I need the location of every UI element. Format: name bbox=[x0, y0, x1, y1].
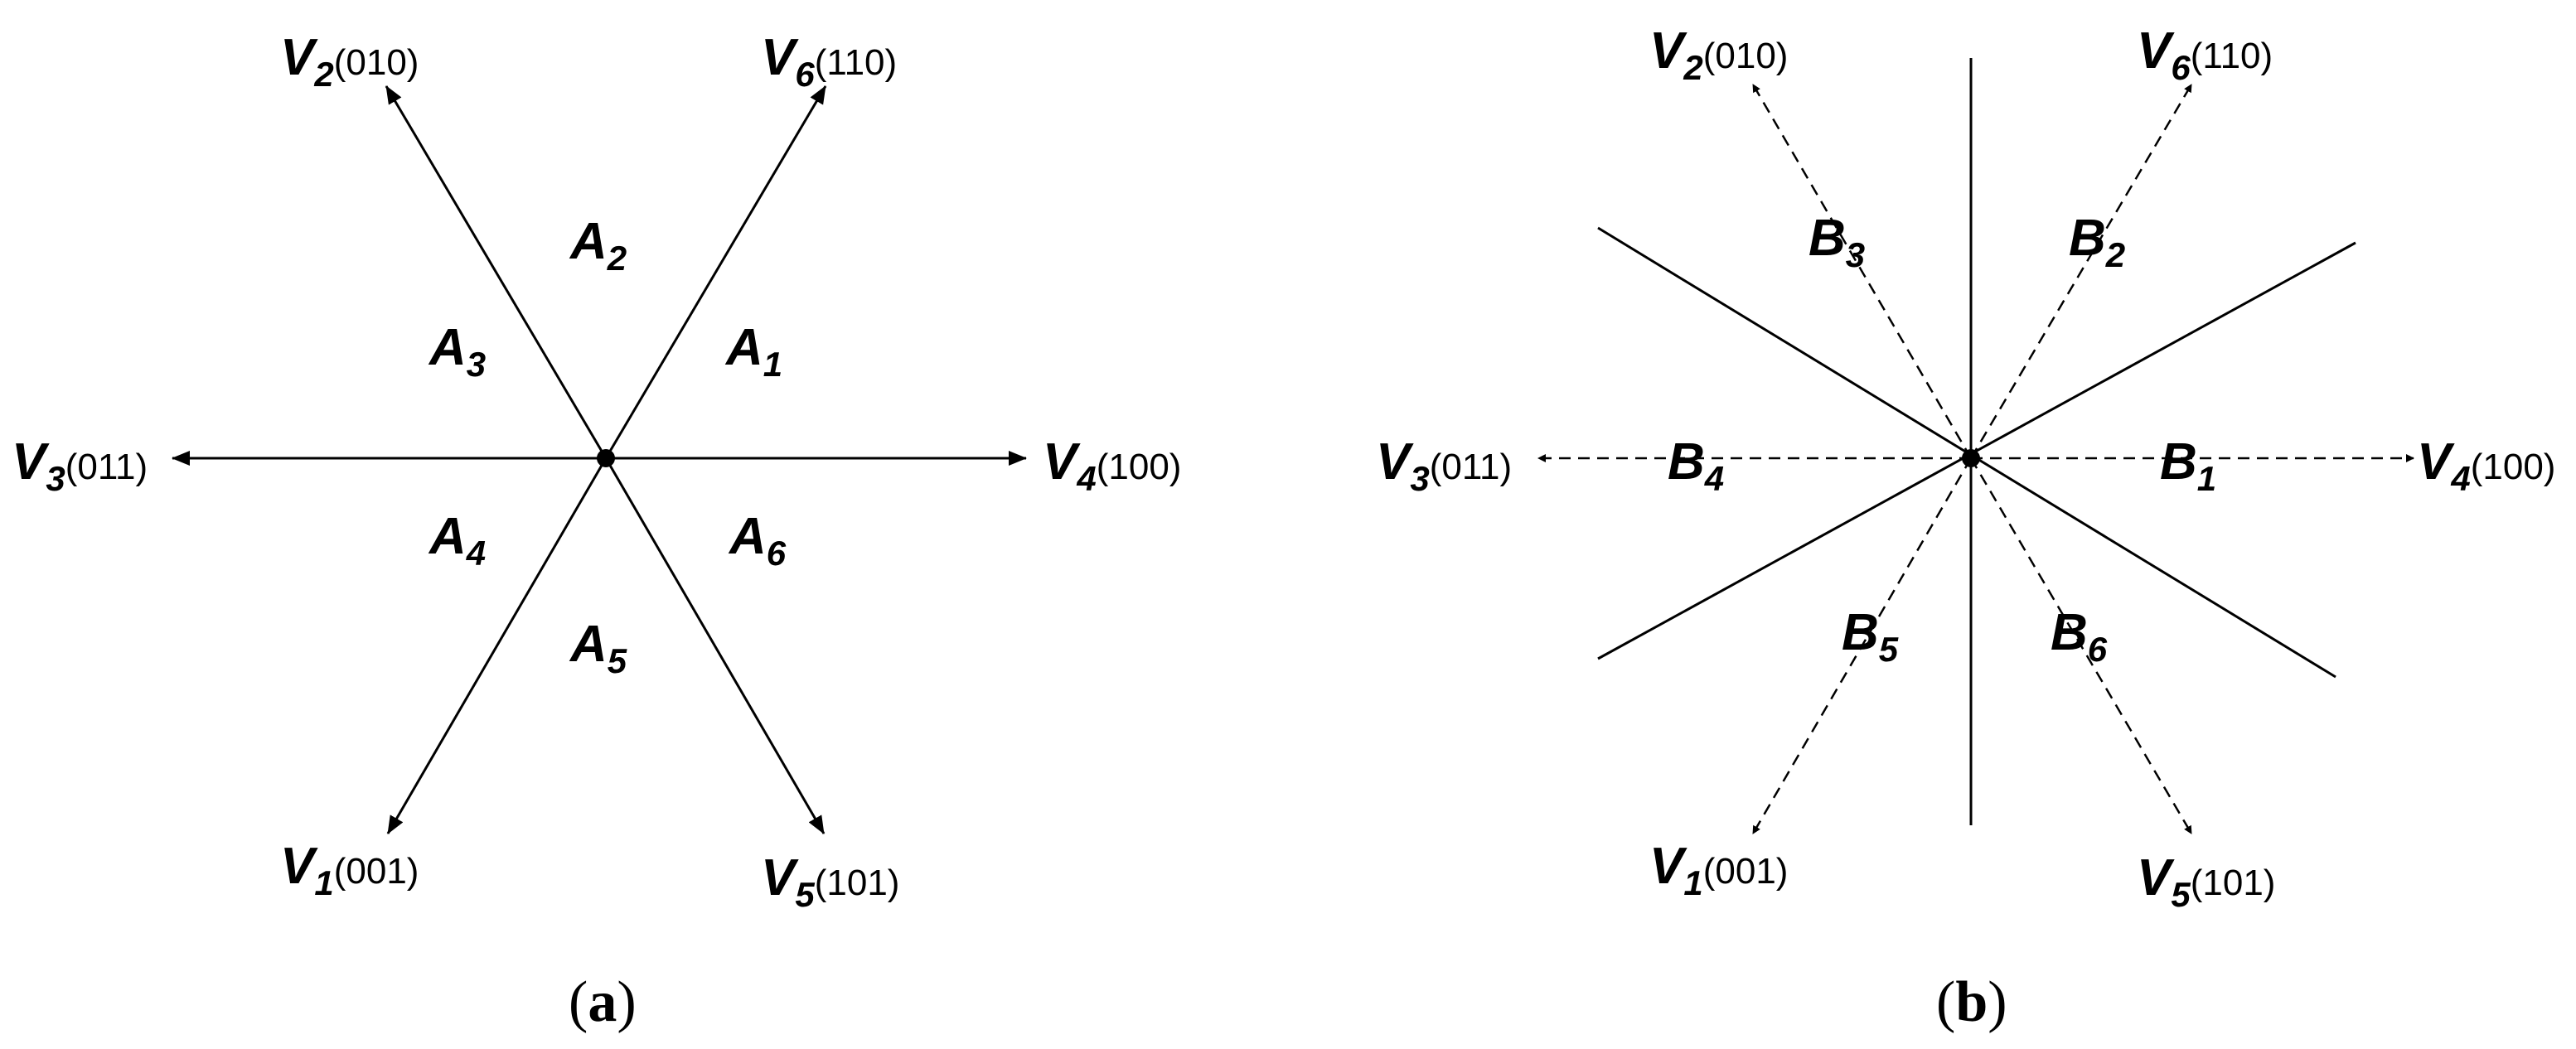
vector-arrow-v6 bbox=[604, 85, 827, 459]
boundary-line-30deg bbox=[1597, 241, 2356, 660]
sector-label-a3: A3 bbox=[428, 319, 486, 384]
vector-label-v2: V2(010) bbox=[280, 29, 419, 94]
vector-label-v1: V1(001) bbox=[1649, 838, 1788, 902]
vector-arrow-v2 bbox=[1751, 84, 1973, 459]
vector-arrow-v1 bbox=[386, 457, 608, 834]
sector-label-a4: A4 bbox=[428, 508, 486, 573]
sector-label-b5: B5 bbox=[1842, 604, 1899, 669]
sector-label-b3: B3 bbox=[1809, 210, 1865, 274]
sector-label-a2: A2 bbox=[569, 213, 627, 278]
vector-arrow-v6 bbox=[1969, 84, 2193, 459]
panel-a: V2(010) V6(110) V3(011) V4(100) V1(001) … bbox=[12, 29, 1181, 1034]
vector-label-v4: V4(100) bbox=[2417, 433, 2555, 498]
sector-label-b1: B1 bbox=[2160, 433, 2216, 498]
sector-label-a1: A1 bbox=[724, 319, 782, 384]
sector-label-a6: A6 bbox=[728, 508, 787, 573]
vector-label-v6: V6(110) bbox=[761, 29, 897, 94]
origin-dot bbox=[1962, 449, 1980, 467]
sector-label-b4: B4 bbox=[1668, 433, 1724, 498]
sector-label-b2: B2 bbox=[2069, 210, 2125, 274]
panel-b-caption: (b) bbox=[1936, 970, 2007, 1034]
origin-dot bbox=[597, 449, 615, 467]
vector-label-v5: V5(101) bbox=[761, 849, 899, 914]
vector-label-v2: V2(010) bbox=[1649, 22, 1788, 87]
sector-label-b6: B6 bbox=[2051, 604, 2108, 669]
panel-a-caption: (a) bbox=[569, 970, 637, 1034]
vector-label-v6: V6(110) bbox=[2137, 22, 2273, 87]
panel-b: V2(010) V6(110) V3(011) V4(100) V1(001) … bbox=[1376, 22, 2555, 1034]
vector-label-v3: V3(011) bbox=[12, 433, 148, 498]
vector-arrow-v5 bbox=[1969, 457, 2193, 834]
vector-label-v3: V3(011) bbox=[1376, 433, 1512, 498]
vector-arrow-v5 bbox=[604, 457, 826, 834]
sector-label-a5: A5 bbox=[569, 616, 627, 680]
vector-label-v4: V4(100) bbox=[1043, 433, 1181, 498]
vector-label-v1: V1(001) bbox=[280, 838, 419, 902]
vector-arrow-v1 bbox=[1751, 457, 1973, 834]
vector-arrow-v2 bbox=[385, 85, 608, 459]
vector-label-v5: V5(101) bbox=[2137, 849, 2275, 914]
